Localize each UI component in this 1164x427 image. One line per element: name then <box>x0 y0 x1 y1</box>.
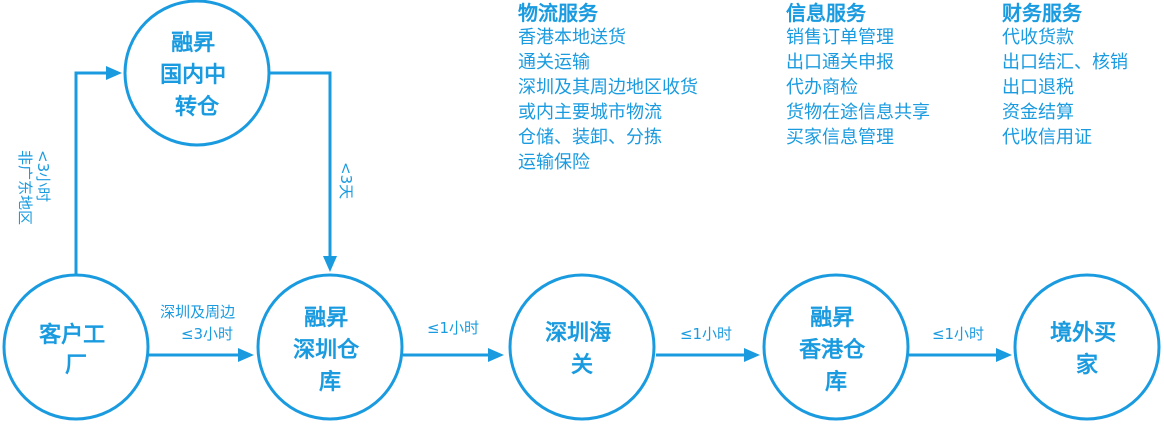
panel-information-services: 信息服务 销售订单管理 出口通关申报 代办商检 货物在途信息共享 买家信息管理 <box>786 1 930 150</box>
panel-title: 物流服务 <box>518 1 598 25</box>
list-item: 通关运输 <box>518 52 590 73</box>
list-item: 资金结算 <box>1002 102 1074 123</box>
arrowhead <box>744 348 760 362</box>
node-factory: 客户工 厂 <box>2 273 150 421</box>
edge-factory-to-shenzhen: 深圳及周边 ≤3小时 <box>148 303 254 362</box>
list-item: 深圳及其周边地区收货 <box>518 77 698 98</box>
node-overseas-buyer: 境外买 家 <box>1013 273 1161 421</box>
edge-domestic-to-shenzhen: <3天 <box>270 71 355 272</box>
arrowhead <box>996 348 1012 362</box>
node-hongkong-warehouse: 融昇 香港仓 库 <box>762 273 910 421</box>
arrowhead <box>488 348 504 362</box>
arrowhead <box>106 66 122 80</box>
panel-title: 信息服务 <box>786 1 866 25</box>
edge-label-shenzhen-customs: ≤1小时 <box>427 319 479 337</box>
edge-shenzhen-to-customs: ≤1小时 <box>403 319 504 362</box>
arrowhead <box>323 256 337 272</box>
list-item: 出口退税 <box>1002 77 1074 98</box>
panel-title: 财务服务 <box>1002 1 1082 25</box>
list-item: 仓储、装卸、分拣 <box>518 127 662 148</box>
svg-text:融昇 国内中 转仓: 融昇 国内中 转仓 <box>160 31 234 120</box>
node-shenzhen-warehouse: 融昇 深圳仓 库 <box>256 273 404 421</box>
list-item: 买家信息管理 <box>786 127 894 148</box>
edge-label-domestic-shenzhen: <3天 <box>337 162 355 199</box>
svg-text:客户工 厂: 客户工 厂 <box>39 322 113 378</box>
edge-hongkong-to-buyer: ≤1小时 <box>909 325 1012 362</box>
svg-text:融昇 深圳仓 库: 融昇 深圳仓 库 <box>293 306 367 395</box>
list-item: 货物在途信息共享 <box>786 102 930 123</box>
node-domestic-warehouse: 融昇 国内中 转仓 <box>123 0 271 147</box>
list-item: 出口通关申报 <box>786 52 894 73</box>
edge-customs-to-hongkong: ≤1小时 <box>656 325 760 362</box>
svg-text:融昇 香港仓 库: 融昇 香港仓 库 <box>799 306 873 395</box>
list-item: 销售订单管理 <box>786 27 894 48</box>
node-shenzhen-customs: 深圳海 关 <box>508 273 656 421</box>
list-item: 香港本地送货 <box>518 27 626 48</box>
svg-text:深圳海 关: 深圳海 关 <box>545 320 619 378</box>
list-item: 代办商检 <box>786 77 858 98</box>
edge-factory-to-domestic: <3小时 非广东地区 <box>16 66 122 275</box>
svg-text:境外买 家: 境外买 家 <box>1050 320 1124 378</box>
edge-label-customs-hongkong: ≤1小时 <box>680 325 732 343</box>
panel-logistics-services: 物流服务 香港本地送货 通关运输 深圳及其周边地区收货 或内主要城市物流 仓储、… <box>518 1 698 175</box>
edge-label-factory-domestic: <3小时 非广东地区 <box>16 150 52 225</box>
edge-label-hongkong-buyer: ≤1小时 <box>932 325 984 343</box>
list-item: 代收信用证 <box>1002 127 1092 148</box>
panel-finance-services: 财务服务 代收货款 出口结汇、核销 出口退税 资金结算 代收信用证 <box>1002 1 1128 150</box>
list-item: 代收货款 <box>1002 27 1074 48</box>
edge-label-factory-shenzhen: 深圳及周边 ≤3小时 <box>160 303 240 343</box>
list-item: 或内主要城市物流 <box>518 102 662 123</box>
list-item: 出口结汇、核销 <box>1002 52 1128 73</box>
list-item: 运输保险 <box>518 152 590 173</box>
arrowhead <box>238 348 254 362</box>
